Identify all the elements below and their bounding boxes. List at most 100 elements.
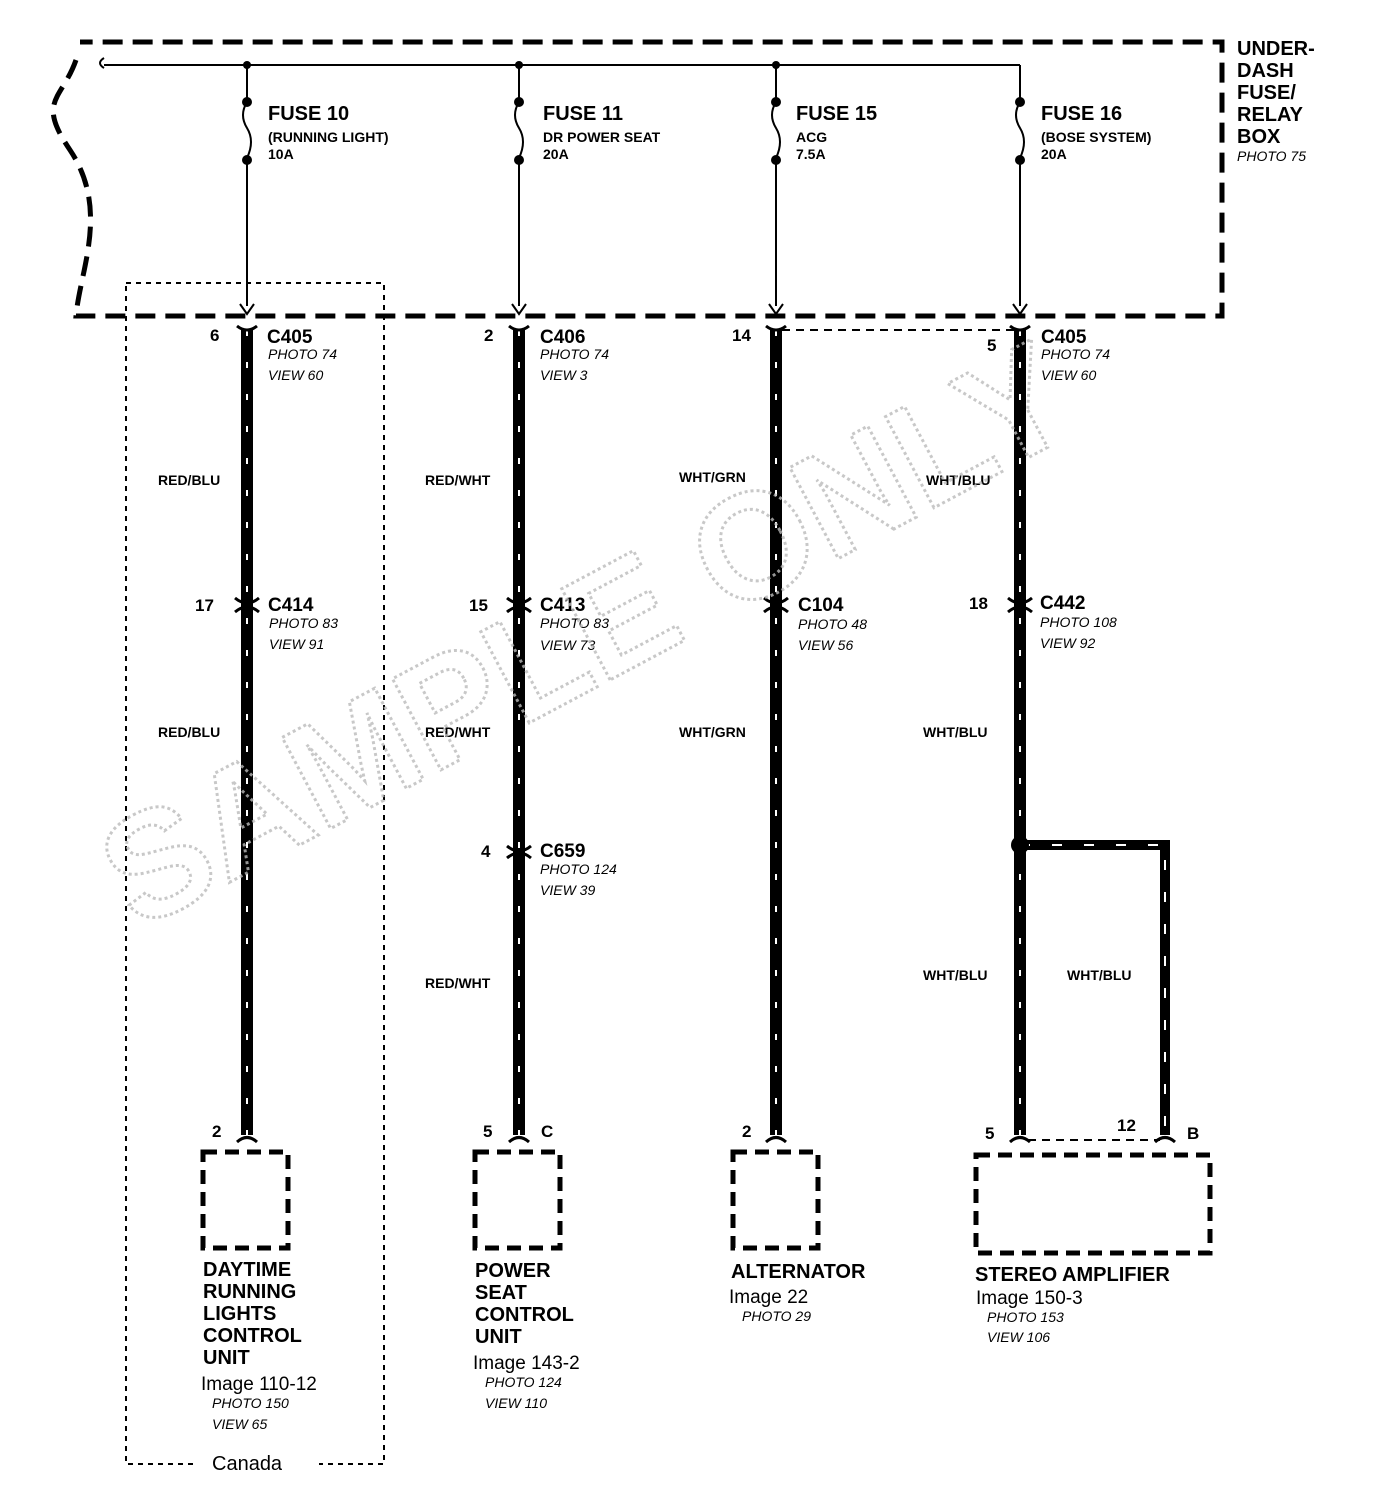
svg-text:18: 18 xyxy=(969,594,988,613)
relay-box-outline xyxy=(50,39,1225,319)
svg-text:RED/BLU: RED/BLU xyxy=(158,724,220,740)
svg-text:RELAY: RELAY xyxy=(1237,104,1304,126)
fuse-16: FUSE 16 (BOSE SYSTEM) 20A xyxy=(1012,65,1151,316)
svg-text:WHT/BLU: WHT/BLU xyxy=(923,967,988,983)
svg-text:VIEW 39: VIEW 39 xyxy=(540,882,595,898)
svg-text:PHOTO 83: PHOTO 83 xyxy=(540,615,609,631)
splice-point xyxy=(1011,836,1029,854)
svg-text:20A: 20A xyxy=(543,146,569,162)
svg-text:PHOTO 29: PHOTO 29 xyxy=(742,1308,811,1324)
svg-text:UNDER-: UNDER- xyxy=(1237,38,1315,60)
connector-c659: 4 C659 PHOTO 124 VIEW 39 xyxy=(481,841,617,898)
svg-text:FUSE 10: FUSE 10 xyxy=(268,103,349,125)
wire-wht-blu-branch xyxy=(1020,840,1170,1135)
svg-text:C405: C405 xyxy=(267,327,313,348)
svg-text:WHT/BLU: WHT/BLU xyxy=(1067,967,1132,983)
svg-text:PHOTO 150: PHOTO 150 xyxy=(212,1395,289,1411)
component-alternator: ALTERNATOR Image 22 PHOTO 29 xyxy=(729,1149,866,1324)
svg-text:ACG: ACG xyxy=(796,129,827,145)
connector-c405-b: 5 C405 PHOTO 74 VIEW 60 xyxy=(987,324,1110,383)
svg-text:C442: C442 xyxy=(1040,593,1085,614)
svg-text:6: 6 xyxy=(210,326,219,345)
svg-text:PHOTO 124: PHOTO 124 xyxy=(540,861,617,877)
svg-text:LIGHTS: LIGHTS xyxy=(203,1303,276,1325)
svg-text:7.5A: 7.5A xyxy=(796,146,826,162)
svg-text:VIEW 65: VIEW 65 xyxy=(212,1416,267,1432)
svg-text:DAYTIME: DAYTIME xyxy=(203,1259,291,1281)
svg-text:CONTROL: CONTROL xyxy=(475,1304,574,1326)
svg-text:RED/WHT: RED/WHT xyxy=(425,975,491,991)
svg-text:PHOTO 153: PHOTO 153 xyxy=(987,1309,1064,1325)
component-pins: 2 5 C 2 5 12 B xyxy=(212,1116,1199,1144)
svg-text:4: 4 xyxy=(481,842,491,861)
fuse-10: FUSE 10 (RUNNING LIGHT) 10A xyxy=(239,61,389,316)
connector-pin-14: 14 xyxy=(732,324,787,345)
svg-text:Image 150-3: Image 150-3 xyxy=(976,1288,1083,1309)
svg-text:(RUNNING LIGHT): (RUNNING LIGHT) xyxy=(268,129,389,145)
component-daytime-running-lights: DAYTIME RUNNING LIGHTS CONTROL UNIT Imag… xyxy=(200,1149,317,1432)
svg-text:Image 143-2: Image 143-2 xyxy=(473,1353,580,1374)
svg-text:VIEW 56: VIEW 56 xyxy=(798,637,853,653)
svg-text:PHOTO 74: PHOTO 74 xyxy=(268,346,337,362)
svg-text:15: 15 xyxy=(469,596,488,615)
svg-text:BOX: BOX xyxy=(1237,126,1281,148)
svg-text:2: 2 xyxy=(484,326,493,345)
svg-text:C414: C414 xyxy=(268,595,314,616)
svg-text:17: 17 xyxy=(195,596,214,615)
svg-text:RED/BLU: RED/BLU xyxy=(158,472,220,488)
svg-text:DR POWER SEAT: DR POWER SEAT xyxy=(543,129,661,145)
svg-text:UNIT: UNIT xyxy=(475,1326,522,1348)
svg-text:RUNNING: RUNNING xyxy=(203,1281,296,1303)
component-stereo-amplifier: STEREO AMPLIFIER Image 150-3 PHOTO 153 V… xyxy=(973,1152,1213,1345)
connector-c104: C104 PHOTO 48 VIEW 56 xyxy=(763,595,867,653)
wire-color-labels: RED/BLU RED/BLU RED/WHT RED/WHT RED/WHT … xyxy=(158,469,1132,991)
svg-text:VIEW 60: VIEW 60 xyxy=(268,367,323,383)
svg-text:RED/WHT: RED/WHT xyxy=(425,724,491,740)
svg-text:12: 12 xyxy=(1117,1116,1136,1135)
svg-text:WHT/BLU: WHT/BLU xyxy=(923,724,988,740)
connector-c442: 18 C442 PHOTO 108 VIEW 92 xyxy=(969,593,1117,651)
connector-c414: 17 C414 PHOTO 83 VIEW 91 xyxy=(195,595,338,652)
svg-text:C413: C413 xyxy=(540,595,585,616)
relay-box-label: UNDER- DASH FUSE/ RELAY BOX PHOTO 75 xyxy=(1237,38,1315,164)
svg-text:PHOTO 124: PHOTO 124 xyxy=(485,1374,562,1390)
svg-text:FUSE 16: FUSE 16 xyxy=(1041,103,1122,125)
svg-text:20A: 20A xyxy=(1041,146,1067,162)
connector-c405-a: 6 C405 PHOTO 74 VIEW 60 xyxy=(210,324,337,383)
svg-text:WHT/BLU: WHT/BLU xyxy=(926,472,991,488)
svg-text:2: 2 xyxy=(742,1122,751,1141)
svg-text:DASH: DASH xyxy=(1237,60,1294,82)
svg-text:5: 5 xyxy=(987,336,996,355)
canada-label: Canada xyxy=(212,1453,283,1475)
svg-text:PHOTO 108: PHOTO 108 xyxy=(1040,614,1117,630)
bus-end-mark xyxy=(99,57,105,69)
svg-text:STEREO AMPLIFIER: STEREO AMPLIFIER xyxy=(975,1264,1170,1286)
svg-text:C659: C659 xyxy=(540,841,585,862)
connector-c413: 15 C413 PHOTO 83 VIEW 73 xyxy=(469,595,609,653)
svg-text:VIEW 92: VIEW 92 xyxy=(1040,635,1095,651)
svg-text:FUSE/: FUSE/ xyxy=(1237,82,1296,104)
svg-text:10A: 10A xyxy=(268,146,294,162)
svg-text:WHT/GRN: WHT/GRN xyxy=(679,724,746,740)
svg-text:POWER: POWER xyxy=(475,1260,551,1282)
svg-text:PHOTO 74: PHOTO 74 xyxy=(540,346,609,362)
svg-text:C104: C104 xyxy=(798,595,844,616)
svg-text:2: 2 xyxy=(212,1122,221,1141)
svg-text:SEAT: SEAT xyxy=(475,1282,527,1304)
fuse-11: FUSE 11 DR POWER SEAT 20A xyxy=(511,61,661,316)
component-power-seat-control-unit: POWER SEAT CONTROL UNIT Image 143-2 PHOT… xyxy=(472,1149,580,1411)
svg-text:RED/WHT: RED/WHT xyxy=(425,472,491,488)
svg-text:PHOTO 83: PHOTO 83 xyxy=(269,615,338,631)
svg-text:VIEW 110: VIEW 110 xyxy=(485,1395,547,1411)
svg-text:C406: C406 xyxy=(540,327,585,348)
svg-text:PHOTO 48: PHOTO 48 xyxy=(798,616,867,632)
svg-text:C: C xyxy=(541,1122,553,1141)
svg-text:VIEW 3: VIEW 3 xyxy=(540,367,588,383)
svg-text:CONTROL: CONTROL xyxy=(203,1325,302,1347)
svg-text:VIEW 106: VIEW 106 xyxy=(987,1329,1050,1345)
svg-text:C405: C405 xyxy=(1041,327,1087,348)
svg-text:Image 22: Image 22 xyxy=(729,1287,808,1308)
svg-text:UNIT: UNIT xyxy=(203,1347,250,1369)
svg-text:VIEW 91: VIEW 91 xyxy=(269,636,324,652)
